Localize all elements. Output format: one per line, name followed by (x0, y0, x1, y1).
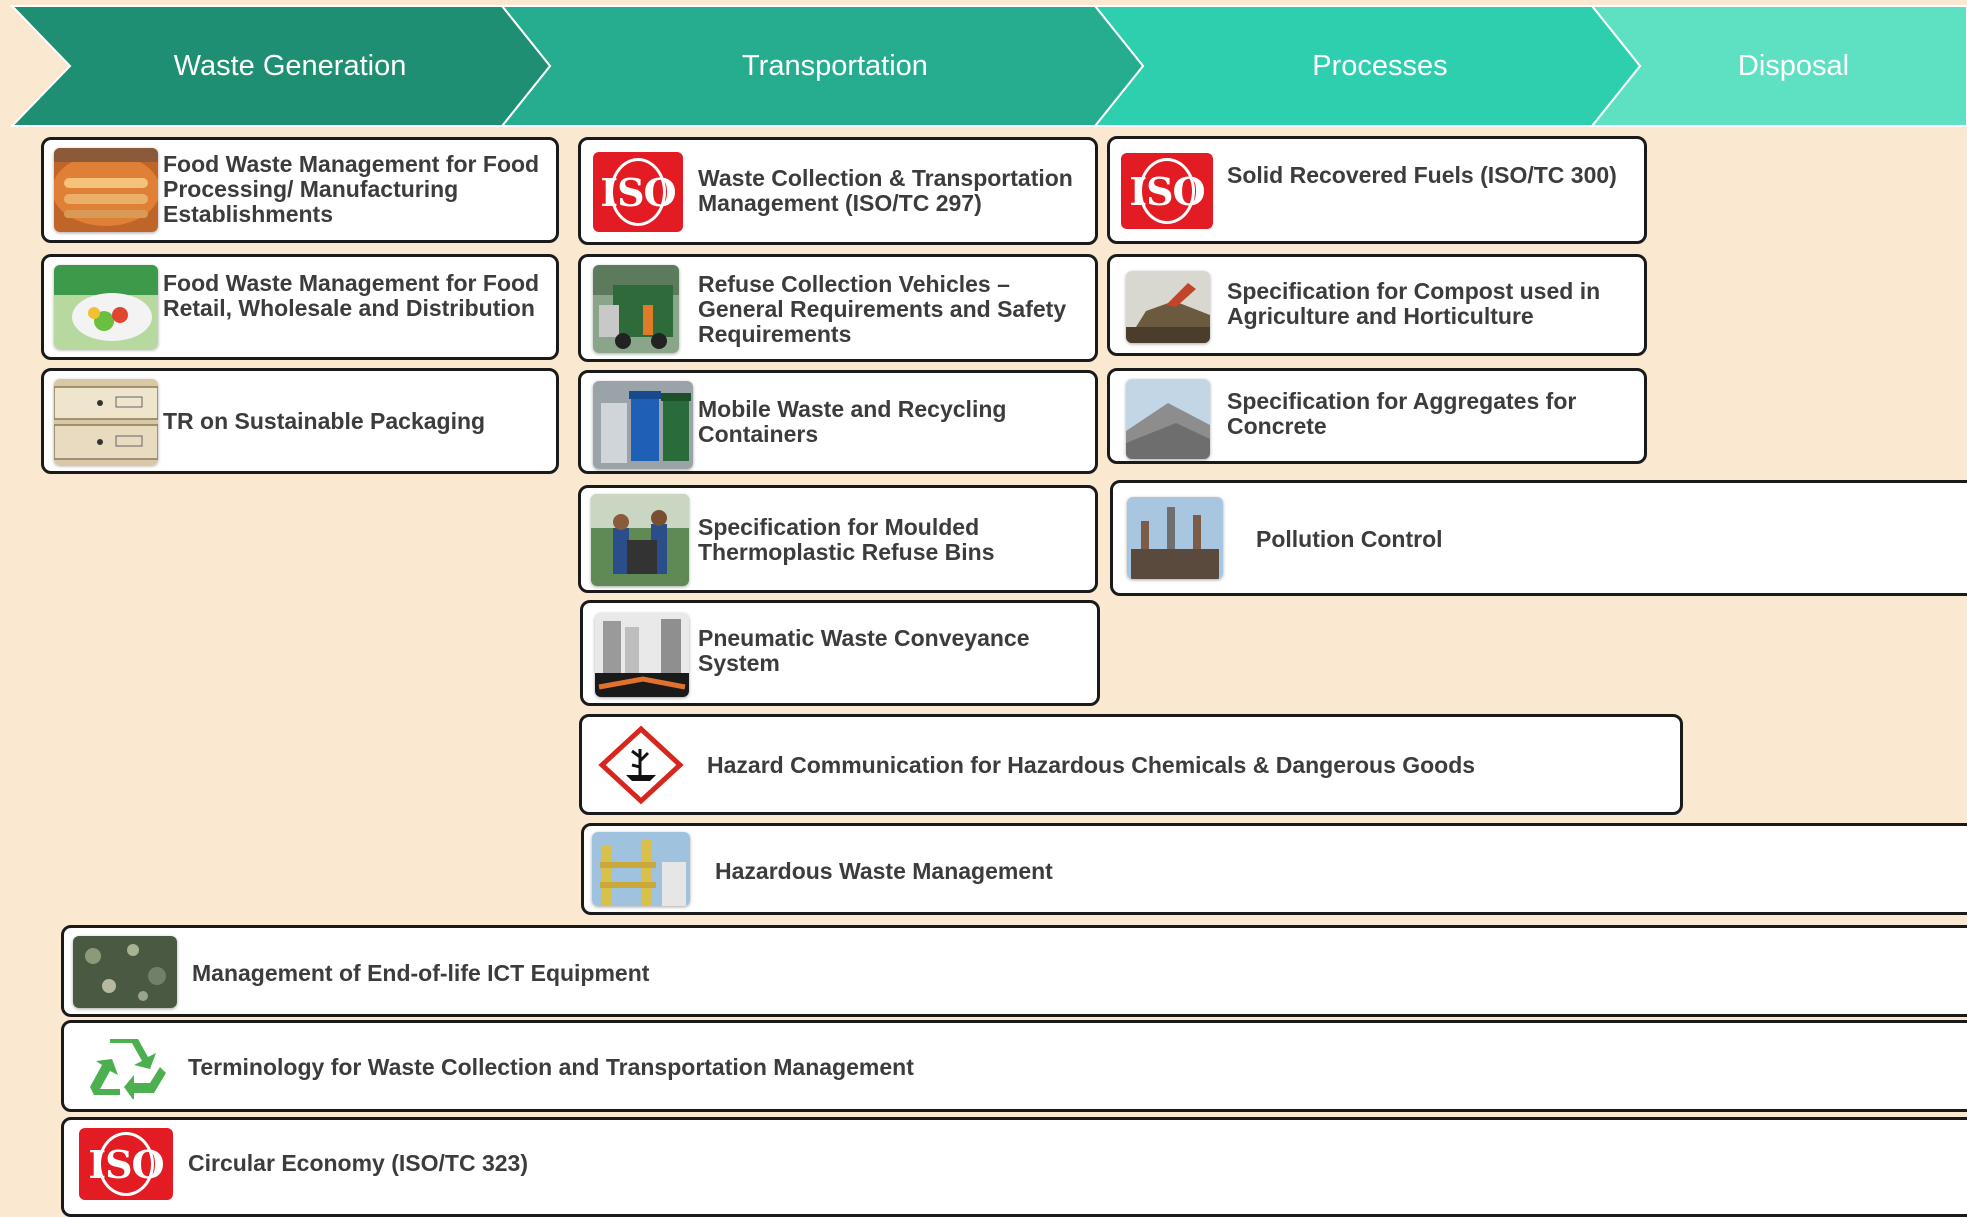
card-solid-recovered-fuels-iso[interactable]: ISO Solid Recovered Fuels (ISO/TC 300) (1107, 136, 1647, 244)
card-label: Specification for Aggregates for Concret… (1227, 388, 1577, 439)
card-moulded-refuse-bins[interactable]: Specification for Moulded Thermoplastic … (578, 485, 1098, 593)
industrial-plant-photo-icon (592, 832, 690, 906)
card-label: Food Waste Management for Food Retail, W… (163, 270, 540, 321)
card-pollution-control[interactable]: Pollution Control (1110, 480, 1967, 596)
stage-header (9, 5, 1967, 127)
stage-label-disposal: Disposal (1737, 50, 1850, 82)
iso-logo-icon: ISO (79, 1128, 173, 1200)
iso-logo-icon: ISO (1121, 153, 1213, 229)
card-label: Pollution Control (1256, 526, 1443, 552)
bread-production-photo-icon (54, 148, 158, 232)
iso-logo-text: ISO (1129, 168, 1205, 214)
card-label: Solid Recovered Fuels (ISO/TC 300) (1227, 162, 1617, 188)
stage-label-processes: Processes (1312, 50, 1448, 82)
environmental-hazard-pictogram-icon (598, 725, 684, 805)
garbage-truck-photo-icon (593, 265, 679, 353)
card-label: Waste Collection & Transportation Manage… (698, 165, 1073, 216)
card-hazard-communication[interactable]: Hazard Communication for Hazardous Chemi… (579, 714, 1683, 815)
card-sustainable-packaging[interactable]: TR on Sustainable Packaging (41, 368, 559, 474)
card-label: TR on Sustainable Packaging (163, 408, 486, 434)
iso-logo-text: ISO (600, 169, 676, 215)
card-label: Refuse Collection Vehicles – General Req… (698, 271, 1067, 347)
card-mobile-containers[interactable]: Mobile Waste and Recycling Containers (578, 370, 1098, 474)
iso-logo-text: ISO (88, 1141, 164, 1187)
workers-with-bin-photo-icon (591, 494, 689, 586)
iso-logo-icon: ISO (593, 152, 683, 232)
card-pneumatic-conveyance[interactable]: Pneumatic Waste Conveyance System (580, 600, 1100, 706)
card-waste-collection-iso[interactable]: ISO Waste Collection & Transportation Ma… (578, 137, 1098, 245)
card-food-waste-manufacturing[interactable]: Food Waste Management for Food Processin… (41, 137, 559, 243)
card-refuse-collection-vehicles[interactable]: Refuse Collection Vehicles – General Req… (578, 254, 1098, 362)
electronic-scrap-photo-icon (73, 936, 177, 1008)
chevron-waste-generation (9, 5, 552, 127)
card-compost-specification[interactable]: Specification for Compost used in Agricu… (1107, 254, 1647, 356)
card-hazardous-waste[interactable]: Hazardous Waste Management (581, 823, 1967, 915)
cardboard-box-photo-icon (54, 379, 158, 465)
compost-heap-photo-icon (1126, 271, 1210, 343)
wheelie-bins-photo-icon (593, 381, 693, 469)
refinery-photo-icon (1127, 497, 1223, 579)
card-label: Circular Economy (ISO/TC 323) (188, 1150, 528, 1176)
card-label: Terminology for Waste Collection and Tra… (188, 1054, 914, 1080)
card-label: Specification for Compost used in Agricu… (1227, 278, 1601, 329)
card-label: Management of End-of-life ICT Equipment (192, 960, 650, 986)
card-end-of-life-ict[interactable]: Management of End-of-life ICT Equipment (61, 925, 1967, 1017)
stage-label-transportation: Transportation (742, 50, 928, 82)
card-label: Specification for Moulded Thermoplastic … (698, 514, 995, 565)
card-label: Hazard Communication for Hazardous Chemi… (707, 752, 1476, 778)
city-pipeline-photo-icon (595, 613, 689, 697)
recycle-icon (80, 1035, 176, 1101)
salad-plate-photo-icon (54, 265, 158, 349)
card-aggregates-specification[interactable]: Specification for Aggregates for Concret… (1107, 368, 1647, 464)
card-label: Mobile Waste and Recycling Containers (698, 396, 1007, 447)
stage-label-waste-generation: Waste Generation (173, 50, 407, 82)
card-label: Food Waste Management for Food Processin… (163, 151, 540, 227)
card-label: Pneumatic Waste Conveyance System (698, 625, 1030, 676)
card-circular-economy-iso[interactable]: ISO Circular Economy (ISO/TC 323) (61, 1117, 1967, 1217)
aggregate-pile-photo-icon (1126, 379, 1210, 459)
card-terminology[interactable]: Terminology for Waste Collection and Tra… (61, 1020, 1967, 1112)
card-food-waste-retail[interactable]: Food Waste Management for Food Retail, W… (41, 254, 559, 360)
card-label: Hazardous Waste Management (715, 858, 1053, 884)
